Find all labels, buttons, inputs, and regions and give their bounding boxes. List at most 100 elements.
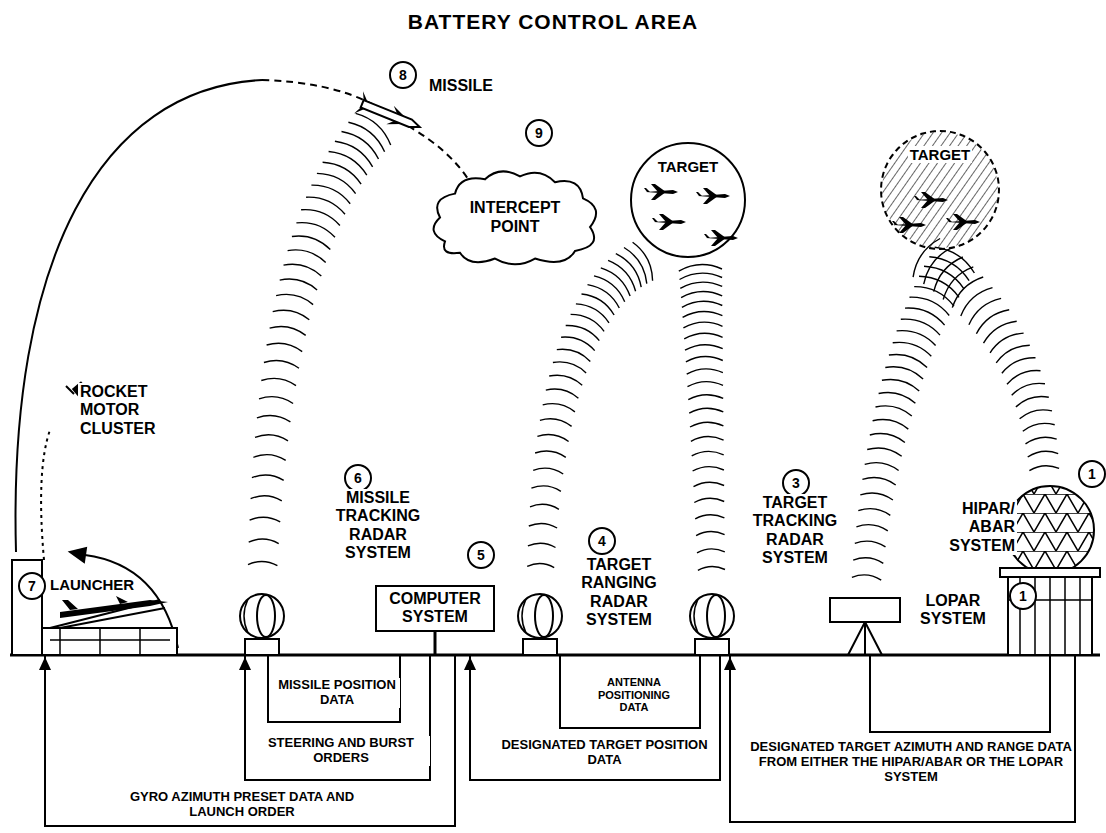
radar-beam	[280, 279, 317, 290]
target-circle: TARGET	[880, 130, 1000, 250]
radar-beam	[323, 162, 362, 184]
data-wire	[470, 655, 720, 780]
radar-beam	[1029, 466, 1059, 471]
trajectory	[262, 80, 372, 104]
radar-beam	[893, 342, 932, 356]
radar-beam	[292, 236, 330, 250]
radar-beam	[688, 395, 723, 400]
target-circle: TARGET	[630, 142, 746, 258]
radar-beam	[976, 310, 1009, 334]
data-wire	[268, 655, 400, 722]
callout-number: 3	[782, 469, 810, 497]
radar-beam	[680, 282, 722, 288]
target-hatch	[946, 214, 980, 230]
part-label: LAUNCHER	[48, 576, 136, 593]
part-label: DESIGNATED TARGET POSITION DATA	[490, 738, 719, 768]
radar-beam	[248, 561, 277, 565]
hipar-dome	[1008, 577, 1092, 655]
data-wire	[560, 655, 700, 728]
radar-beam	[692, 451, 724, 456]
radar-beam	[690, 422, 723, 427]
radar-unit	[518, 594, 562, 655]
radar-beam	[252, 475, 284, 480]
radar-beam	[688, 382, 724, 387]
radar-beam	[531, 486, 561, 491]
radar-beam	[879, 392, 916, 403]
radar-beam	[270, 326, 306, 335]
data-wire	[45, 655, 455, 826]
radar-beam	[679, 265, 722, 272]
radar-beam	[284, 264, 322, 276]
radar-beam	[549, 375, 582, 385]
radar-beam	[267, 343, 303, 351]
part-label: ANTENNA POSITIONING DATA	[582, 676, 686, 714]
radar-beam	[873, 420, 909, 430]
part-label: TARGET RANGING RADAR SYSTEM	[572, 556, 666, 630]
radar-beam	[693, 467, 724, 471]
radar-beam	[901, 319, 940, 335]
radar-beam	[1012, 383, 1045, 395]
target-hatch	[892, 217, 926, 233]
radar-beam	[934, 257, 963, 292]
radar-beam	[858, 509, 890, 516]
radar-beam	[897, 331, 936, 346]
radar-beam	[694, 498, 724, 502]
radar-beam	[1020, 410, 1052, 419]
diagram-title: BATTERY CONTROL AREA	[0, 10, 1106, 34]
radar-beam	[683, 322, 722, 328]
radar-beam	[990, 333, 1024, 353]
trajectory	[41, 430, 50, 560]
part-label: STEERING AND BURST ORDERS	[252, 736, 430, 766]
radar-beam	[686, 357, 723, 362]
radar-beam	[533, 468, 563, 474]
wire-arrowhead	[239, 657, 251, 670]
radar-beam	[682, 301, 722, 307]
computer-leg	[435, 632, 436, 655]
missile	[361, 100, 421, 131]
lopar-antenna	[830, 598, 900, 655]
radar-beam	[694, 482, 725, 486]
data-wire	[730, 655, 1075, 822]
target-hatch	[914, 192, 948, 208]
radar-beam	[257, 415, 291, 421]
radar-beam	[1007, 371, 1041, 385]
part-label: TARGET TRACKING RADAR SYSTEM	[742, 494, 848, 568]
radar-beam	[984, 321, 1017, 343]
radar-beam	[248, 113, 1059, 580]
radar-beam	[885, 367, 923, 379]
lopar-antenna	[848, 622, 882, 655]
radar-beam	[259, 397, 293, 404]
cloud-outline	[434, 171, 597, 264]
computer-box: COMPUTER SYSTEM	[375, 585, 495, 632]
radar-beam	[882, 379, 919, 391]
radar-beam	[253, 455, 285, 461]
node-text: TARGET	[658, 158, 719, 175]
part-label: HIPAR/ ABAR SYSTEM	[925, 500, 1017, 555]
radar-beam	[329, 152, 367, 176]
radar-beam	[317, 173, 356, 193]
radar-beam	[249, 539, 279, 544]
target-planes	[644, 184, 678, 200]
radar-beam	[876, 406, 912, 416]
radar-beam	[276, 294, 313, 304]
radar-beam	[683, 312, 723, 318]
data-wire	[45, 655, 1075, 826]
radar-beam	[546, 389, 579, 398]
callout-number: 8	[389, 61, 417, 89]
radar-beam	[306, 197, 345, 214]
radar-beam	[273, 310, 310, 320]
part-label: DESIGNATED TARGET AZIMUTH AND RANGE DATA…	[748, 740, 1074, 785]
launcher	[50, 628, 170, 655]
radar-beam	[910, 297, 950, 315]
radar-beam	[1002, 358, 1036, 374]
radar-beam	[553, 362, 586, 373]
radar-beam	[996, 345, 1030, 363]
radar-beam	[1028, 451, 1059, 457]
callout-number: 4	[588, 527, 616, 555]
radar-beam	[695, 515, 724, 519]
radar-beam	[681, 292, 722, 298]
target-planes	[696, 188, 730, 204]
trajectory	[16, 80, 478, 648]
node-text: COMPUTER SYSTEM	[384, 590, 486, 627]
radar-beam	[943, 267, 973, 300]
